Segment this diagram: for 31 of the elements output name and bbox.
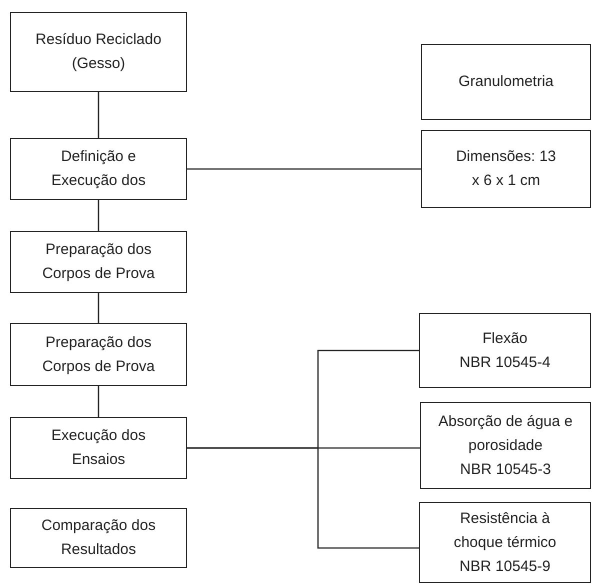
process-box	[421, 44, 591, 120]
process-box	[10, 323, 187, 386]
process-box	[421, 130, 591, 208]
box-label: Granulometria	[458, 72, 554, 92]
box-label: Definição e Execução dos	[50, 147, 147, 191]
process-box	[10, 508, 187, 568]
box-label: Resíduo Reciclado (Gesso)	[34, 30, 162, 74]
process-box	[419, 313, 591, 388]
box-label: Preparação dos Corpos de Prova	[41, 332, 156, 376]
box-label: Resistência à choque térmico	[452, 508, 558, 552]
process-box	[420, 402, 591, 489]
connector-line	[98, 293, 100, 323]
process-box	[10, 12, 187, 92]
box-label: NBR 10545-9	[460, 556, 550, 576]
process-box	[10, 138, 187, 200]
box-label: Absorção de água e porosidade	[437, 412, 574, 456]
connector-line	[187, 447, 419, 549]
box-label: Flexão	[482, 328, 528, 348]
process-box	[10, 231, 187, 293]
process-box	[419, 502, 591, 583]
box-label: NBR 10545-3	[460, 460, 551, 480]
connector-line	[98, 92, 100, 138]
box-label: Execução dos Ensaios	[50, 426, 147, 470]
connector-line	[98, 200, 100, 231]
box-label: NBR 10545-4	[460, 352, 550, 372]
process-box	[10, 417, 187, 479]
connector-line	[187, 168, 421, 170]
box-label: Comparação dos Resultados	[40, 516, 157, 560]
box-label: Dimensões: 13 x 6 x 1 cm	[454, 147, 558, 191]
box-label: Preparação dos Corpos de Prova	[41, 240, 156, 284]
connector-line	[98, 386, 100, 417]
